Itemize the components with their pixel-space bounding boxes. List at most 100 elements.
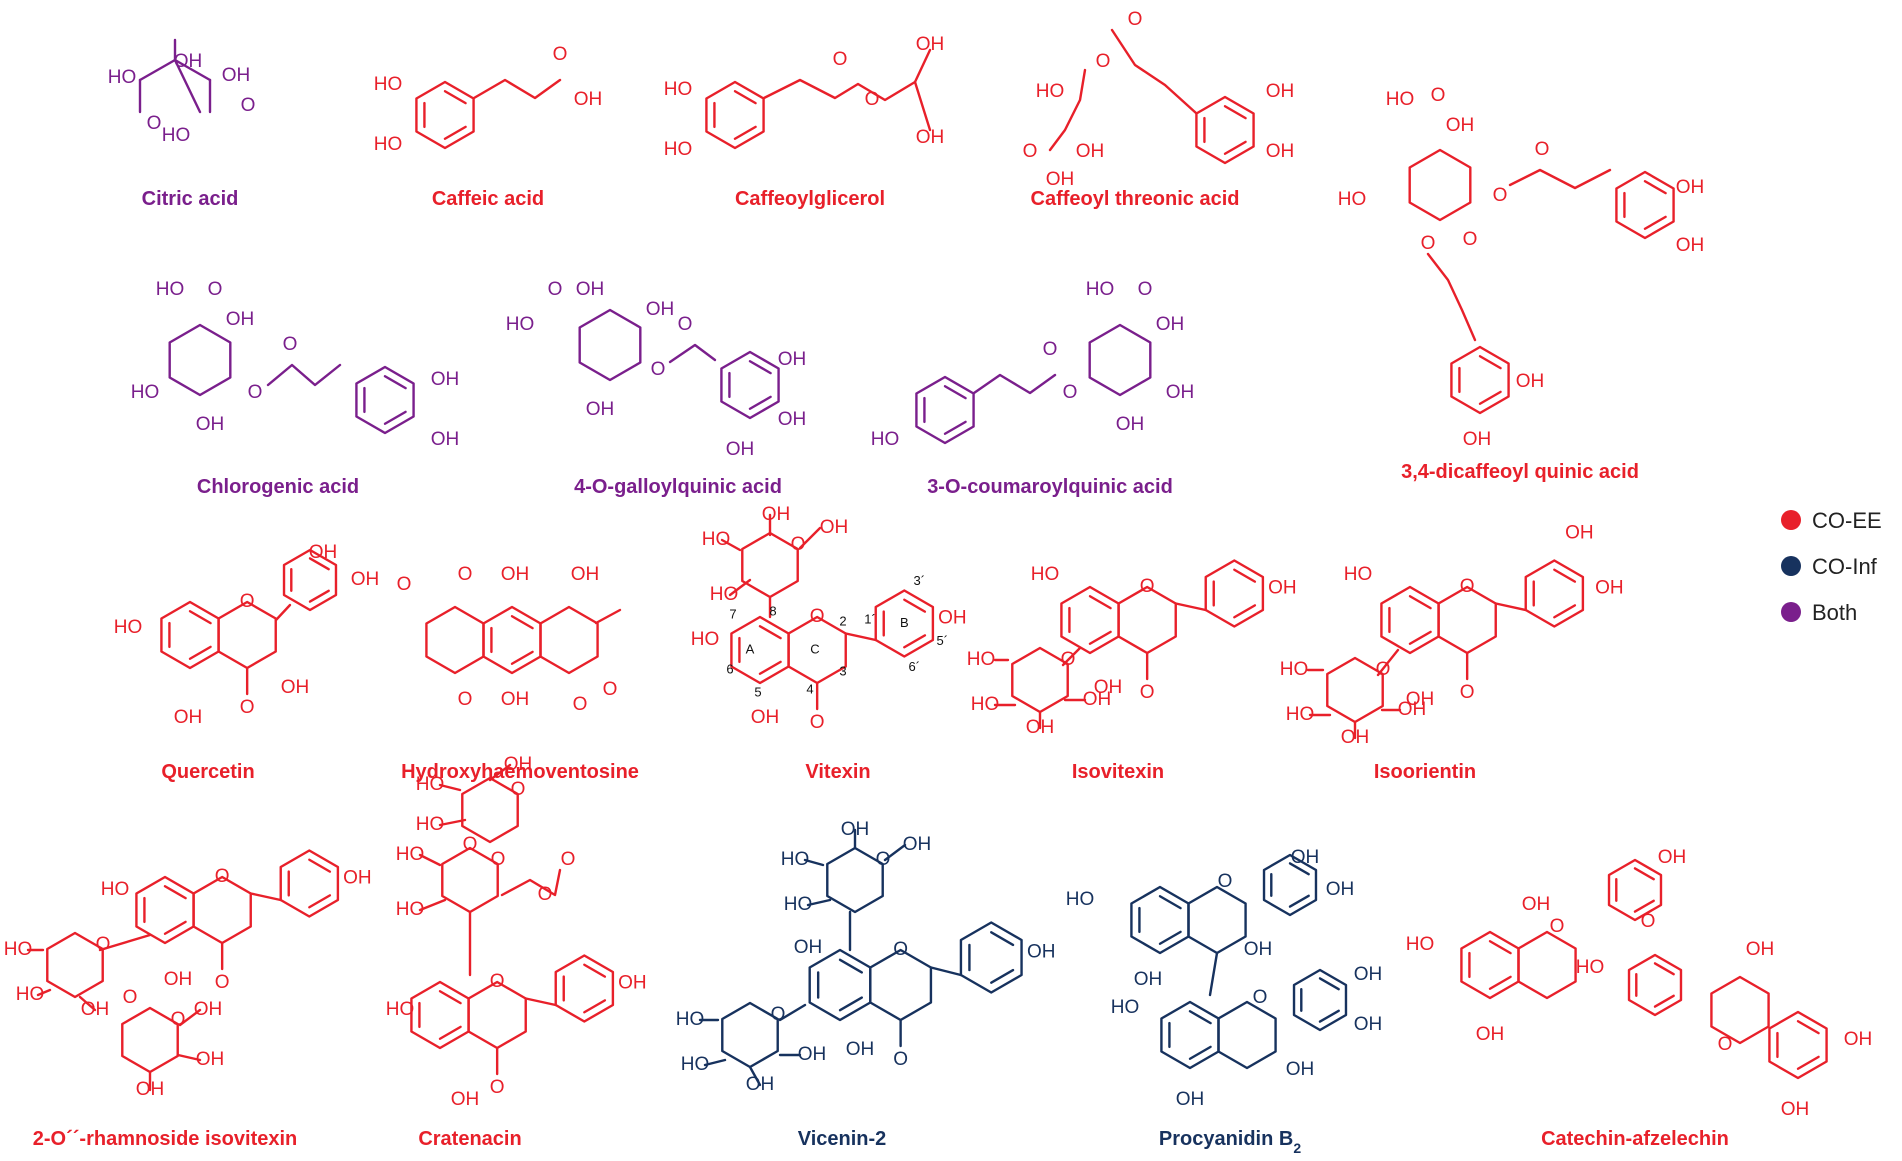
bond [972,373,1057,395]
compound-name: 4-O-galloylquinic acid [574,476,782,498]
bond [176,1053,202,1062]
double-bond [163,920,187,935]
atom-label: OH [778,349,807,370]
compound-name: Quercetin [161,761,254,783]
atom-label: OH [1676,235,1705,256]
double-bond [1643,215,1667,230]
ring-bond [168,323,232,397]
atom-label: OH [903,834,932,855]
ring-bond [578,308,642,382]
atom-label: O [511,779,526,800]
atom-label: O [240,591,255,612]
atom-label: OH [1781,1099,1810,1120]
bond [1494,602,1527,612]
legend-swatch [1781,602,1801,622]
double-bond [163,885,187,900]
compound-name: Vitexin [805,761,870,783]
bond [883,843,907,862]
atom-label: O [215,866,230,887]
ring-bond [1408,148,1472,222]
atom-label: OH [618,973,647,994]
double-bond [308,858,332,873]
atom-label: O [771,1004,786,1025]
atom-label: OH [1266,141,1295,162]
atom-label: O [791,534,806,555]
position-number: 6 [726,661,733,676]
atom-label: OH [938,608,967,629]
position-number: C [810,641,819,656]
atom-label: O [171,1009,186,1030]
bond [472,78,562,100]
atom-label: OH [431,369,460,390]
atom-label: O [893,939,908,960]
atom-label: HO [4,939,33,960]
atom-label: O [1463,229,1478,250]
bond [173,58,202,114]
bond [844,632,877,642]
double-bond [990,968,1015,984]
atom-label: OH [431,429,460,450]
double-bond [1318,977,1340,991]
double-bond [1288,862,1310,876]
atom-label: OH [762,504,791,525]
atom-label: O [1138,279,1153,300]
atom-label: O [1641,911,1656,932]
double-bond [1088,595,1112,610]
atom-label: OH [174,51,203,72]
atom-label: HO [781,849,810,870]
ring-bond [425,605,485,675]
atom-label: OH [501,564,530,585]
atom-label: HO [1386,89,1415,110]
atom-label: OH [136,1079,165,1100]
atom-label: HO [676,1009,705,1030]
atom-label: HO [664,79,693,100]
bond [1174,602,1207,612]
atom-label: HO [16,984,45,1005]
atom-label: OH [820,517,849,538]
atom-label: HO [416,814,445,835]
atom-label: OH [1446,115,1475,136]
double-bond [510,615,534,630]
atom-label: O [1043,339,1058,360]
bond [1376,648,1400,677]
legend-swatch [1781,510,1801,530]
atom-label: OH [794,937,823,958]
atom-label: HO [1111,997,1140,1018]
bond [803,858,825,867]
atom-label: HO [1031,564,1060,585]
atom-label: O [208,279,223,300]
atom-label: HO [1280,659,1309,680]
atom-label: O [1460,576,1475,597]
atom-label: O [810,712,825,733]
ring-bond [1517,930,1577,1000]
atom-label: HO [374,74,403,95]
atom-label: OH [1268,578,1297,599]
atom-label: OH [1166,382,1195,403]
atom-label: O [1253,987,1268,1008]
atom-label: O [561,849,576,870]
ring-bond [1088,323,1152,397]
atom-label: OH [1156,314,1185,335]
atom-label: OH [1027,942,1056,963]
bond [418,853,442,867]
compound-name-subscript: 2 [1293,1140,1301,1156]
atom-label: OH [1326,879,1355,900]
legend-swatch [1781,556,1801,576]
double-bond [838,996,864,1012]
position-number: 1´ [864,611,876,626]
double-bond [438,990,462,1005]
legend-label: CO-EE [1812,508,1882,533]
double-bond [748,360,772,375]
double-bond [443,125,467,140]
ring-bond [720,350,780,420]
atom-label: O [490,1077,505,1098]
atom-label: HO [710,584,739,605]
atom-label: HO [131,382,160,403]
bond [748,1065,762,1087]
bond [806,898,832,907]
